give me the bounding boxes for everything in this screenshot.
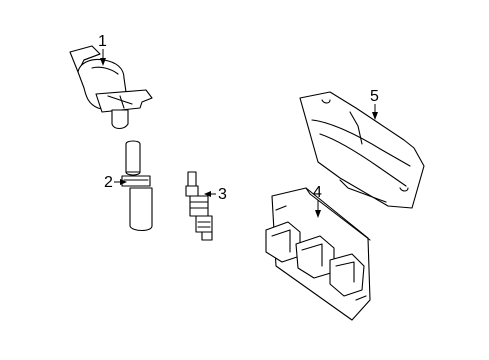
- callout-label-3: 3: [218, 186, 227, 203]
- engine-control-module: [265, 187, 371, 321]
- callout-label-2: 2: [104, 174, 113, 191]
- callout-label-4: 4: [313, 184, 322, 201]
- callout-5: 5: [370, 88, 379, 120]
- callout-3: 3: [204, 186, 227, 203]
- spark-plug: [185, 171, 213, 241]
- callout-label-5: 5: [370, 88, 379, 105]
- callout-1: 1: [98, 33, 107, 66]
- ignition-coil: [69, 45, 153, 130]
- callout-4: 4: [313, 184, 322, 218]
- mounting-bracket: [299, 91, 425, 209]
- callout-label-1: 1: [98, 33, 107, 50]
- coil-boot: [121, 140, 153, 232]
- callout-2: 2: [104, 174, 127, 191]
